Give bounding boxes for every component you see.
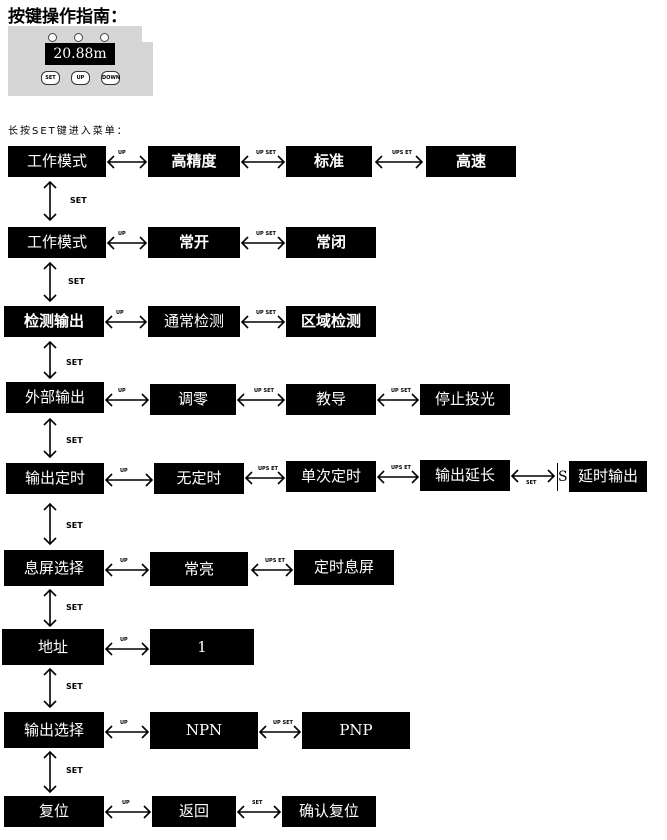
arrow-r7-a0: UP xyxy=(104,720,150,744)
arrow-r4-a3: SET xyxy=(510,466,556,490)
arrow-r6-a0: UP xyxy=(104,637,150,661)
device-set-button: SET xyxy=(41,71,60,85)
arrow-r5-a1: UPS ET xyxy=(250,558,294,582)
arrow-r1-a1: UP SET xyxy=(240,231,286,255)
device-up-button: UP xyxy=(71,71,90,85)
option-output-extend: 输出延长 xyxy=(420,460,510,491)
set-arrow-8 xyxy=(42,750,58,794)
arrow-r2-a1: UP SET xyxy=(240,310,286,334)
menu-item-output-timer: 输出定时 xyxy=(6,463,104,494)
set-arrow-7 xyxy=(42,667,58,709)
arrow-r3-a2: UP SET xyxy=(376,388,420,412)
option-no-timer: 无定时 xyxy=(154,463,244,494)
set-arrow-6 xyxy=(42,588,58,628)
arrow-r0-a0: UP xyxy=(106,150,148,174)
arrow-r4-a2: UPS ET xyxy=(376,465,420,489)
option-address-1: 1 xyxy=(150,629,254,665)
menu-item-reset: 复位 xyxy=(4,796,104,827)
option-zero-adjust: 调零 xyxy=(150,384,236,415)
arrow-r2-a0: UP xyxy=(104,310,148,334)
option-delay-output: 延时输出 xyxy=(569,461,647,492)
arrow-r0-a1: UP SET xyxy=(240,150,286,174)
intro-text: 长按SET键进入菜单： xyxy=(8,126,129,137)
set-arrow-3 xyxy=(42,340,58,380)
set-label-4: SET xyxy=(66,436,83,445)
indicator-led-3 xyxy=(100,33,109,42)
arrow-r7-a1: UP SET xyxy=(258,720,302,744)
menu-item-external-output: 外部输出 xyxy=(6,382,104,413)
device-display: 20.88m xyxy=(45,43,115,65)
option-high-precision: 高精度 xyxy=(148,146,240,177)
menu-item-detection-output: 检测输出 xyxy=(4,306,104,337)
menu-item-address: 地址 xyxy=(2,629,104,665)
menu-item-work-mode: 工作模式 xyxy=(8,146,106,177)
guide-title: 按键操作指南： xyxy=(8,7,127,27)
option-normally-closed: 常闭 xyxy=(286,227,376,258)
indicator-led-2 xyxy=(74,33,83,42)
device-panel: 20.88m SET UP DOWN xyxy=(8,26,153,96)
option-standard: 标准 xyxy=(286,146,372,177)
set-arrow-2 xyxy=(42,261,58,303)
cut-off-glyph: S xyxy=(557,463,570,491)
option-single-timer: 单次定时 xyxy=(286,461,376,492)
arrow-r0-a2: UPS ET xyxy=(374,150,424,174)
arrow-r5-a0: UP xyxy=(104,558,150,582)
option-confirm-reset: 确认复位 xyxy=(282,796,376,827)
set-arrow-5 xyxy=(42,502,58,546)
option-teach: 教导 xyxy=(286,384,376,415)
option-high-speed: 高速 xyxy=(426,146,516,177)
option-return: 返回 xyxy=(152,796,236,827)
option-npn: NPN xyxy=(150,712,258,749)
set-label-6: SET xyxy=(66,603,83,612)
set-label-2: SET xyxy=(68,277,85,286)
menu-item-screen-off: 息屏选择 xyxy=(4,550,104,586)
set-label-3: SET xyxy=(66,358,83,367)
arrow-r4-a0: UP xyxy=(104,468,154,492)
set-arrow-4 xyxy=(42,417,58,459)
option-normal-detection: 通常检测 xyxy=(148,306,240,337)
arrow-r3-a1: UP SET xyxy=(236,388,286,412)
arrow-r8-a0: UP xyxy=(104,800,152,824)
set-label-5: SET xyxy=(66,521,83,530)
arrow-r4-a1: UPS ET xyxy=(244,466,286,490)
indicator-led-1 xyxy=(48,33,57,42)
option-normally-open: 常开 xyxy=(148,227,240,258)
arrow-r3-a0: UP xyxy=(104,388,150,412)
set-arrow-1 xyxy=(42,180,58,222)
menu-item-output-select: 输出选择 xyxy=(4,712,104,748)
set-label-1: SET xyxy=(70,196,87,205)
option-area-detection: 区域检测 xyxy=(286,306,376,337)
arrow-r1-a0: UP xyxy=(106,231,148,255)
option-always-on: 常亮 xyxy=(150,552,248,586)
option-timed-off: 定时息屏 xyxy=(294,550,394,585)
device-down-button: DOWN xyxy=(101,71,120,85)
option-pnp: PNP xyxy=(302,712,410,749)
set-label-8: SET xyxy=(66,766,83,775)
option-stop-emission: 停止投光 xyxy=(420,384,510,415)
arrow-r8-a1: SET xyxy=(236,800,282,824)
menu-item-work-mode-2: 工作模式 xyxy=(8,227,106,258)
set-label-7: SET xyxy=(66,682,83,691)
